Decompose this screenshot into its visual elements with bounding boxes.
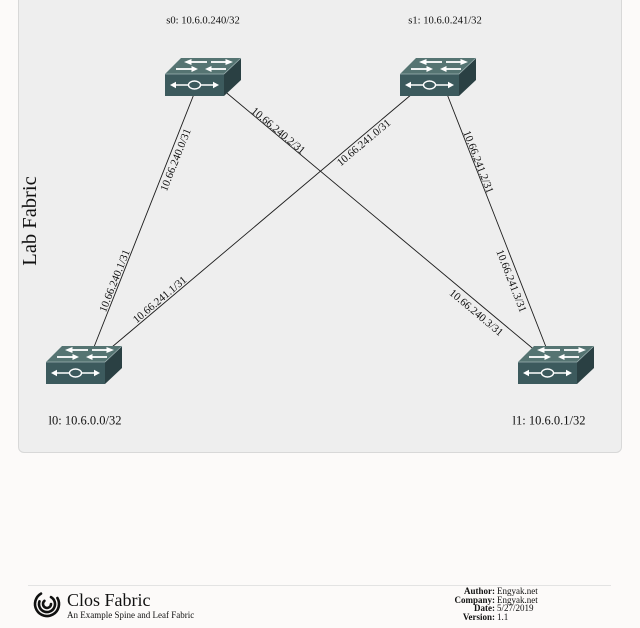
title-block-divider <box>28 585 611 586</box>
link-line-s0-l0 <box>93 93 195 348</box>
version-value: 1.1 <box>497 611 509 622</box>
leaf-switch-l1: l1: 10.6.0.1/32 <box>513 345 595 428</box>
switch-icon <box>164 57 242 97</box>
switch-icon <box>517 345 595 385</box>
link-label-s0-l1-leaf-end: 10.66.240.3/31 <box>447 287 506 339</box>
spine-label-s0: s0: 10.6.0.240/32 <box>166 16 240 27</box>
company-value: Engyak.net <box>497 594 538 605</box>
diagram-title: Clos Fabric <box>67 590 151 610</box>
switch-icon <box>45 345 123 385</box>
link-label-s0-l0-spine-end: 10.66.240.0/31 <box>158 127 194 193</box>
leaf-label-l1: l1: 10.6.0.1/32 <box>513 414 586 428</box>
fabric-title: Lab Fabric <box>19 176 41 265</box>
spine-switch-s0: s0: 10.6.0.240/32 <box>164 16 242 97</box>
link-label-s0-l1-spine-end: 10.66.240.2/31 <box>249 105 308 157</box>
fabric-diagram: Lab Fabric 10.66.240.0/31 10.66.240.1/31… <box>19 16 595 428</box>
leaf-label-l0: l0: 10.6.0.0/32 <box>49 414 122 428</box>
company-label: Company: <box>454 594 495 605</box>
version-label: Version: <box>462 611 495 622</box>
link-line-s0-l1 <box>221 88 538 353</box>
link-label-s0-l0-leaf-end: 10.66.240.1/31 <box>97 248 133 314</box>
link-label-s1-l0-leaf-end: 10.66.241.1/31 <box>131 274 189 326</box>
spine-switch-s1: s1: 10.6.0.241/32 <box>399 16 482 97</box>
metadata-table: Author: Engyak.net Company: Engyak.net D… <box>440 586 538 622</box>
spine-label-s1: s1: 10.6.0.241/32 <box>408 16 482 27</box>
spiral-logo-icon <box>33 592 61 618</box>
link-labels: 10.66.240.0/31 10.66.240.1/31 10.66.240.… <box>97 105 528 339</box>
link-line-s1-l1 <box>446 93 547 348</box>
author-label: Author: <box>464 586 495 596</box>
date-label: Date: <box>474 603 495 614</box>
link-label-s1-l1-spine-end: 10.66.241.2/31 <box>460 129 495 195</box>
switch-icon <box>399 57 477 97</box>
link-line-s1-l0 <box>111 93 413 348</box>
date-value: 5/27/2019 <box>497 603 534 614</box>
leaf-switch-l0: l0: 10.6.0.0/32 <box>45 345 123 428</box>
link-lines <box>93 88 547 353</box>
author-value: Engyak.net <box>497 586 538 596</box>
link-label-s1-l0-spine-end: 10.66.241.0/31 <box>335 117 393 169</box>
diagram-subtitle: An Example Spine and Leaf Fabric <box>67 610 195 620</box>
